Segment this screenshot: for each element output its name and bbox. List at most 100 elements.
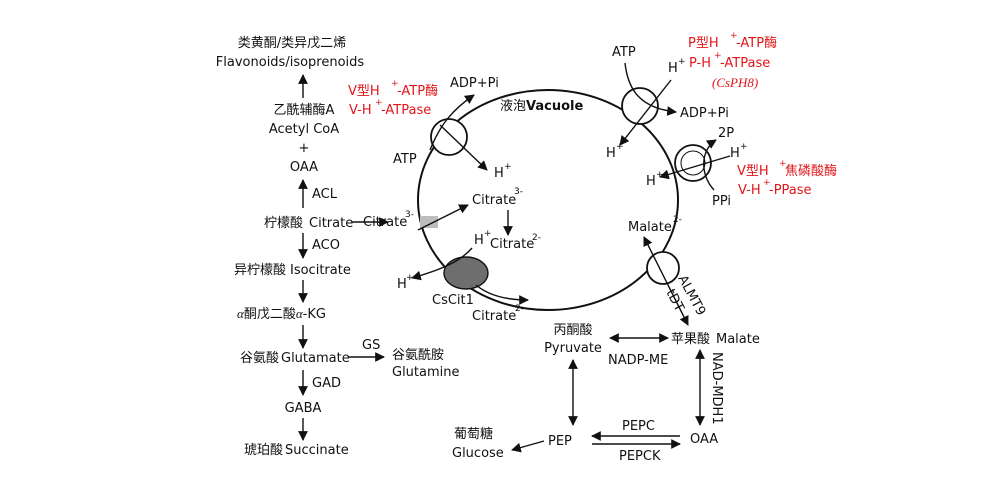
p-atpase-name-en-sup: + [714, 51, 722, 61]
oaa-label-right: OAA [690, 432, 718, 447]
v-atpase-adp: ADP+Pi [450, 76, 499, 91]
v-atpase-name-cn-sup: + [391, 79, 399, 89]
isocitrate-label-en: Isocitrate [290, 263, 351, 278]
arrow-malate-transport [643, 236, 689, 326]
vacuolar-malate-charge: 2- [673, 215, 682, 225]
cscit1-hplus-in-sup: + [484, 229, 492, 239]
p-atpase-name-en-end: -ATPase [720, 56, 770, 71]
v-ppase-name-cn-sup: + [779, 159, 787, 169]
p-atpase-hplus-out: H [668, 61, 678, 76]
p-atpase-pump [621, 87, 659, 125]
p-atpase-hplus-out-sup: + [678, 57, 686, 67]
p-atpase-hplus-in: H [606, 146, 616, 161]
arrow-p-hplus [619, 79, 672, 146]
gaba-label: GABA [285, 401, 322, 416]
succinate-label-cn: 琥珀酸 [244, 443, 283, 458]
v-atpase-hplus: H [494, 166, 504, 181]
vacuolar-citrate-label: Citrate [472, 193, 516, 208]
nadp-me-label: NADP-ME [608, 353, 668, 368]
v-atpase: V型H + -ATP酶 V-H + -ATPase ADP+Pi ATP H + [348, 76, 512, 181]
v-atpase-hplus-sup: + [504, 162, 512, 172]
vacuolar-citrate-charge: 3- [514, 187, 523, 197]
v-ppase-ppi: PPi [712, 194, 731, 209]
exported-citrate-charge: 2- [515, 304, 524, 314]
pepck-label: PEPCK [619, 449, 661, 464]
p-atpase-atp: ATP [612, 45, 636, 60]
v-ppase-name-en-end: -PPase [769, 183, 812, 198]
glutamine-label-en: Glutamine [392, 365, 460, 380]
acetylcoa-label-en: Acetyl CoA [269, 122, 339, 137]
arrow-p-atp-to-adp [624, 62, 677, 116]
glutamate-label-en: Glutamate [281, 351, 350, 366]
p-atpase-name-cn-sup: + [730, 31, 738, 41]
arrow-citrate-import [417, 204, 469, 231]
p-atpase-name-en: P-H [689, 56, 711, 71]
citrate-metabolism-pathway: 类黄酮/类异戊二烯 Flavonoids/isoprenoids 乙酰辅酶A A… [216, 36, 460, 458]
glucose-label-cn: 葡萄糖 [454, 426, 493, 442]
pyruvate-label-en: Pyruvate [544, 341, 602, 356]
acetylcoa-label-cn: 乙酰辅酶A [274, 102, 335, 118]
pyruvate-label-cn: 丙酮酸 [553, 323, 592, 338]
p-atpase-name-cn-end: -ATP酶 [736, 35, 777, 51]
aco-label: ACO [312, 238, 340, 253]
succinate-label-en: Succinate [285, 443, 349, 458]
vacuole-membrane [417, 89, 679, 311]
glutamine-label-cn: 谷氨酰胺 [392, 348, 444, 363]
v-ppase-hplus-out-sup: + [740, 142, 748, 152]
gs-label: GS [362, 338, 380, 353]
cscit1-hplus-out: H [397, 277, 407, 292]
cscit1-protein [443, 256, 489, 290]
citrate-transporter [420, 216, 438, 228]
glutamate-label-cn: 谷氨酸 [240, 351, 279, 366]
p-atpase-name-cn: P型H [688, 36, 719, 51]
arrow-ppi-to-2p [703, 139, 717, 191]
arrow-v-atp-to-adp [429, 94, 475, 151]
v-ppase: 2P H + H + PPi V型H + 焦磷酸酶 V-H + -PPase [646, 126, 837, 209]
cscit1-hplus-in: H [474, 233, 484, 248]
akg-label: α酮戊二酸α-KG [237, 306, 326, 322]
p-atpase-adp: ADP+Pi [680, 106, 729, 121]
flavonoids-label-en: Flavonoids/isoprenoids [216, 55, 365, 70]
arrow-pep-to-glucose [511, 440, 545, 453]
v-ppase-pump [674, 144, 712, 182]
v-ppase-hplus-in: H [646, 174, 656, 189]
v-atpase-atp: ATP [393, 152, 417, 167]
plus-sign: + [299, 141, 310, 156]
v-atpase-name-en-sup: + [375, 98, 383, 108]
p-atpase-hplus-in-sup: + [616, 142, 624, 152]
vacuolar-citrate2-charge: 2- [532, 233, 541, 243]
v-ppase-name-en: V-H [738, 183, 761, 198]
v-ppase-2p: 2P [718, 126, 734, 141]
citrate-transport: Citrate 3- Citrate 3- Citrate 2- [363, 187, 541, 252]
v-atpase-name-cn-end: -ATP酶 [397, 83, 438, 99]
malate-label-en: Malate [716, 332, 760, 347]
vacuole-title: 液泡Vacuole [500, 99, 583, 114]
v-atpase-name-en-end: -ATPase [381, 103, 431, 118]
v-ppase-name-en-sup: + [763, 178, 771, 188]
v-ppase-hplus-in-sup: + [656, 170, 664, 180]
v-atpase-name-cn: V型H [348, 84, 380, 99]
cytosolic-citrate-charge: 3- [405, 210, 414, 220]
cytosolic-citrate-label: Citrate [363, 215, 407, 230]
citrate-label: 柠檬酸 [264, 216, 303, 231]
exported-citrate-label: Citrate [472, 309, 516, 324]
cscit1-label: CsCit1 [432, 293, 474, 308]
p-atpase-gene: (CsPH8) [712, 75, 758, 90]
malate-label-cn: 苹果酸 [671, 332, 710, 347]
v-ppase-name-cn: V型H [737, 164, 769, 179]
arrow-citrate-export [475, 284, 529, 305]
arrow-hplus-export [411, 247, 473, 281]
cscit1-hplus-out-sup: + [406, 273, 414, 283]
nad-mdh1-label: NAD-MDH1 [709, 352, 724, 425]
isocitrate-label-cn: 异柠檬酸 [234, 263, 286, 278]
cscit1-exporter: H + H + CsCit1 Citrate 2- [397, 229, 529, 324]
vacuolar-citrate2-label: Citrate [490, 237, 534, 252]
citrate-label-en: Citrate [309, 216, 353, 231]
v-atpase-pump [430, 118, 468, 156]
pep-label: PEP [548, 434, 572, 449]
arrow-v-hplus-in [439, 124, 488, 171]
glucose-label-en: Glucose [452, 446, 504, 461]
malate-cycle: 丙酮酸 Pyruvate NADP-ME 苹果酸 Malate NAD-MDH1… [452, 323, 760, 464]
v-ppase-name-cn-end: 焦磷酸酶 [785, 163, 837, 179]
